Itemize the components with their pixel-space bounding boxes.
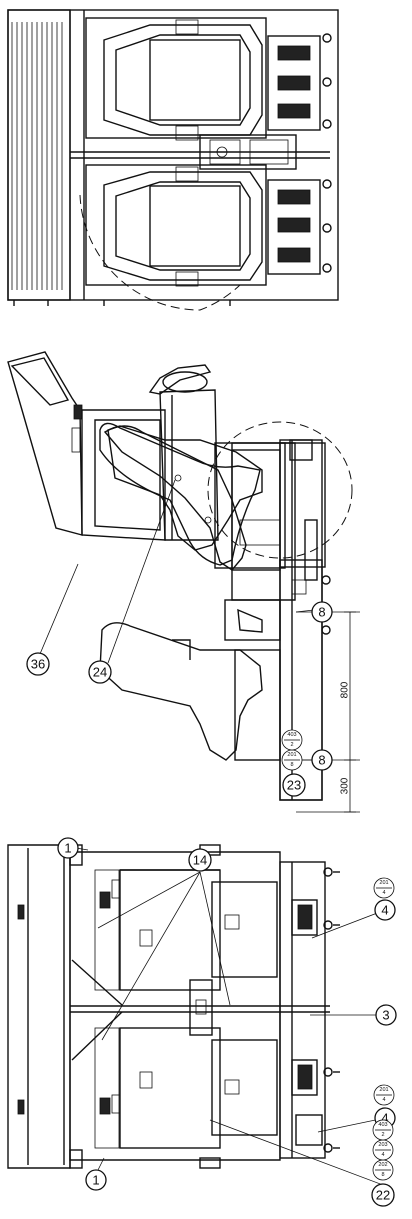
side-view (7, 351, 360, 813)
svg-text:202: 202 (378, 1162, 387, 1168)
svg-text:23: 23 (287, 778, 301, 793)
svg-text:8: 8 (290, 762, 293, 768)
svg-text:203: 203 (378, 1142, 387, 1148)
front-view (7, 844, 340, 1169)
svg-text:1: 1 (64, 841, 71, 856)
svg-text:300: 300 (340, 777, 351, 794)
svg-text:201: 201 (287, 752, 296, 758)
ref-badge-23-a: 201 8 (281, 749, 303, 771)
svg-text:3: 3 (382, 1008, 389, 1023)
leader-lines (39, 479, 386, 1186)
svg-text:36: 36 (31, 657, 45, 672)
svg-text:14: 14 (193, 853, 207, 868)
dimension-800: 800 (340, 681, 351, 698)
svg-text:403: 403 (287, 732, 296, 738)
ref-badge-4-right: 201 4 (373, 877, 395, 899)
callout-1-bottom: 1 (85, 1169, 107, 1191)
ref-badge-22-a: 202 8 (372, 1159, 394, 1181)
svg-text:2: 2 (290, 742, 293, 748)
svg-text:8: 8 (381, 1172, 384, 1178)
svg-text:403: 403 (378, 1122, 387, 1128)
svg-text:4: 4 (381, 903, 388, 918)
callout-1-top: 1 (57, 837, 79, 859)
callout-14: 14 (188, 848, 212, 872)
top-view (7, 9, 339, 311)
ref-badge-23-b: 403 2 (281, 729, 303, 751)
svg-text:4: 4 (381, 1152, 384, 1158)
svg-text:800: 800 (340, 681, 351, 698)
svg-text:8: 8 (318, 753, 325, 768)
svg-text:4: 4 (382, 1097, 385, 1103)
callout-8-upper: 8 (311, 601, 333, 623)
dimension-300: 300 (340, 777, 351, 794)
callout-3: 3 (375, 1004, 397, 1026)
svg-text:24: 24 (93, 665, 107, 680)
callout-36: 36 (26, 652, 50, 676)
svg-text:1: 1 (92, 1173, 99, 1188)
svg-text:8: 8 (318, 605, 325, 620)
svg-text:22: 22 (376, 1188, 390, 1203)
callout-22: 22 (371, 1183, 395, 1207)
svg-text:201: 201 (379, 880, 388, 886)
callout-8-lower: 8 (311, 749, 333, 771)
svg-text:201: 201 (379, 1087, 388, 1093)
svg-text:4: 4 (381, 1111, 388, 1126)
svg-text:4: 4 (382, 890, 385, 896)
callout-24: 24 (88, 660, 112, 684)
callout-23: 23 (282, 773, 306, 797)
svg-text:2: 2 (381, 1132, 384, 1138)
ref-badge-22-c: 403 2 (372, 1119, 394, 1141)
ref-badge-4-left: 201 4 (373, 1084, 395, 1106)
callout-4-right: 4 (374, 899, 396, 921)
monitor-hatch (11, 22, 63, 290)
ref-badge-22-b: 203 4 (372, 1139, 394, 1161)
